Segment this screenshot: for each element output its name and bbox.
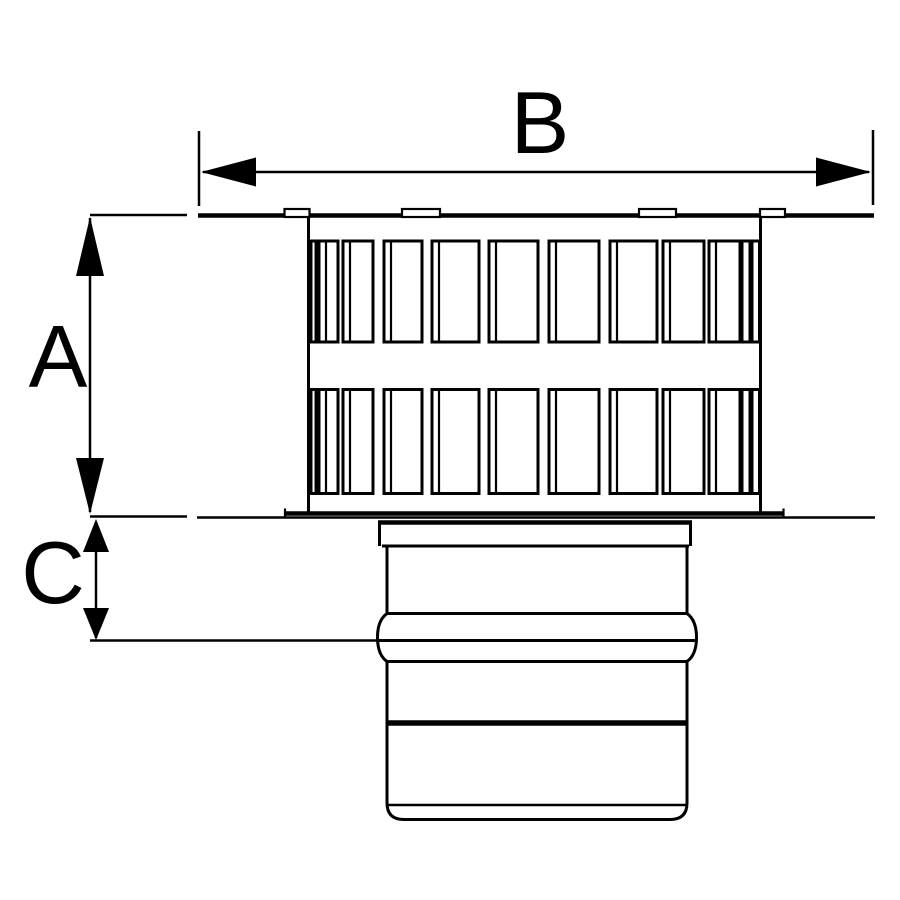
louver-slat — [750, 239, 761, 344]
louvered-band — [307, 217, 762, 513]
louver-slat — [740, 388, 752, 495]
louver-slat — [740, 239, 752, 344]
louver-slat — [547, 388, 601, 495]
cap-lid-tab — [637, 207, 678, 219]
louver-slat — [487, 239, 540, 344]
dim-b-label: B — [511, 73, 570, 172]
louver-slat — [317, 239, 340, 344]
storm-collar — [378, 520, 692, 548]
flue-pipe — [375, 546, 699, 821]
cap-lid-tab — [283, 207, 311, 219]
cap-lid-tab — [400, 207, 442, 219]
louver-slat — [309, 388, 318, 495]
dimension-c: C — [21, 519, 378, 642]
louver-slat — [341, 388, 375, 495]
dim-a-label: A — [29, 307, 88, 406]
dim-b-arrowhead-left — [201, 157, 256, 187]
cap-base-flange — [197, 508, 875, 519]
louver-slat — [341, 239, 375, 344]
cap-lid — [198, 207, 874, 219]
pipe-lower-body — [385, 661, 689, 821]
dim-a-arrowhead-down — [76, 458, 104, 514]
dim-a-arrowhead-up — [76, 217, 104, 276]
louver-slat — [382, 239, 424, 344]
louver-slat — [487, 388, 540, 495]
dim-c-label: C — [21, 523, 85, 622]
dim-c-arrowhead-up — [83, 519, 109, 552]
louver-slat — [707, 388, 742, 495]
dim-c-arrowhead-down — [83, 608, 109, 640]
louver-slat — [382, 388, 424, 495]
louver-slat — [707, 239, 742, 344]
dim-b-arrowhead-right — [816, 157, 871, 187]
cap-lid-tab — [758, 207, 787, 219]
dimension-a: A — [29, 213, 187, 518]
bead-right-bulge — [686, 612, 699, 663]
louver-slats — [309, 239, 761, 495]
bead-left-bulge — [375, 612, 388, 663]
louver-slat — [750, 388, 761, 495]
louver-slat — [547, 239, 601, 344]
louver-slat — [309, 239, 318, 344]
louver-slat — [317, 388, 340, 495]
dimension-b: B — [197, 73, 875, 206]
